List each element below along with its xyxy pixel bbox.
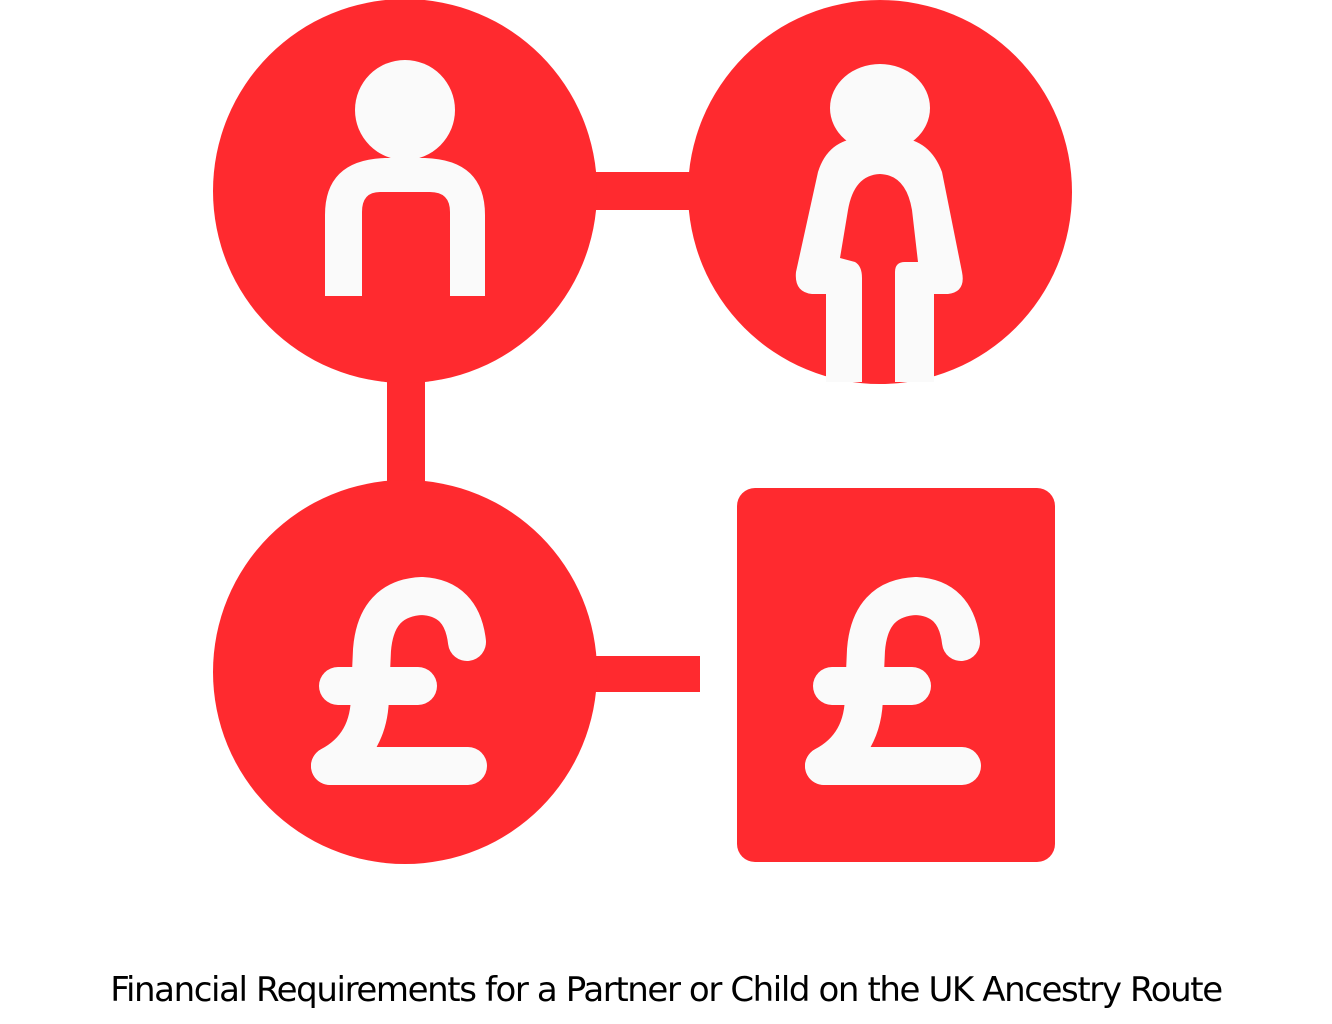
person-icon bbox=[325, 60, 485, 296]
child-node bbox=[688, 0, 1072, 384]
adult-node bbox=[213, 0, 597, 383]
connector-money-square bbox=[580, 656, 700, 692]
money-square-node bbox=[737, 488, 1055, 862]
child-icon bbox=[795, 64, 963, 382]
child-circle bbox=[688, 0, 1072, 384]
money-circle-node bbox=[213, 480, 597, 864]
pound-icon bbox=[805, 577, 981, 785]
financial-requirements-diagram bbox=[213, 0, 1072, 864]
caption: Financial Requirements for a Partner or … bbox=[110, 970, 1223, 1010]
pound-icon bbox=[311, 577, 487, 785]
